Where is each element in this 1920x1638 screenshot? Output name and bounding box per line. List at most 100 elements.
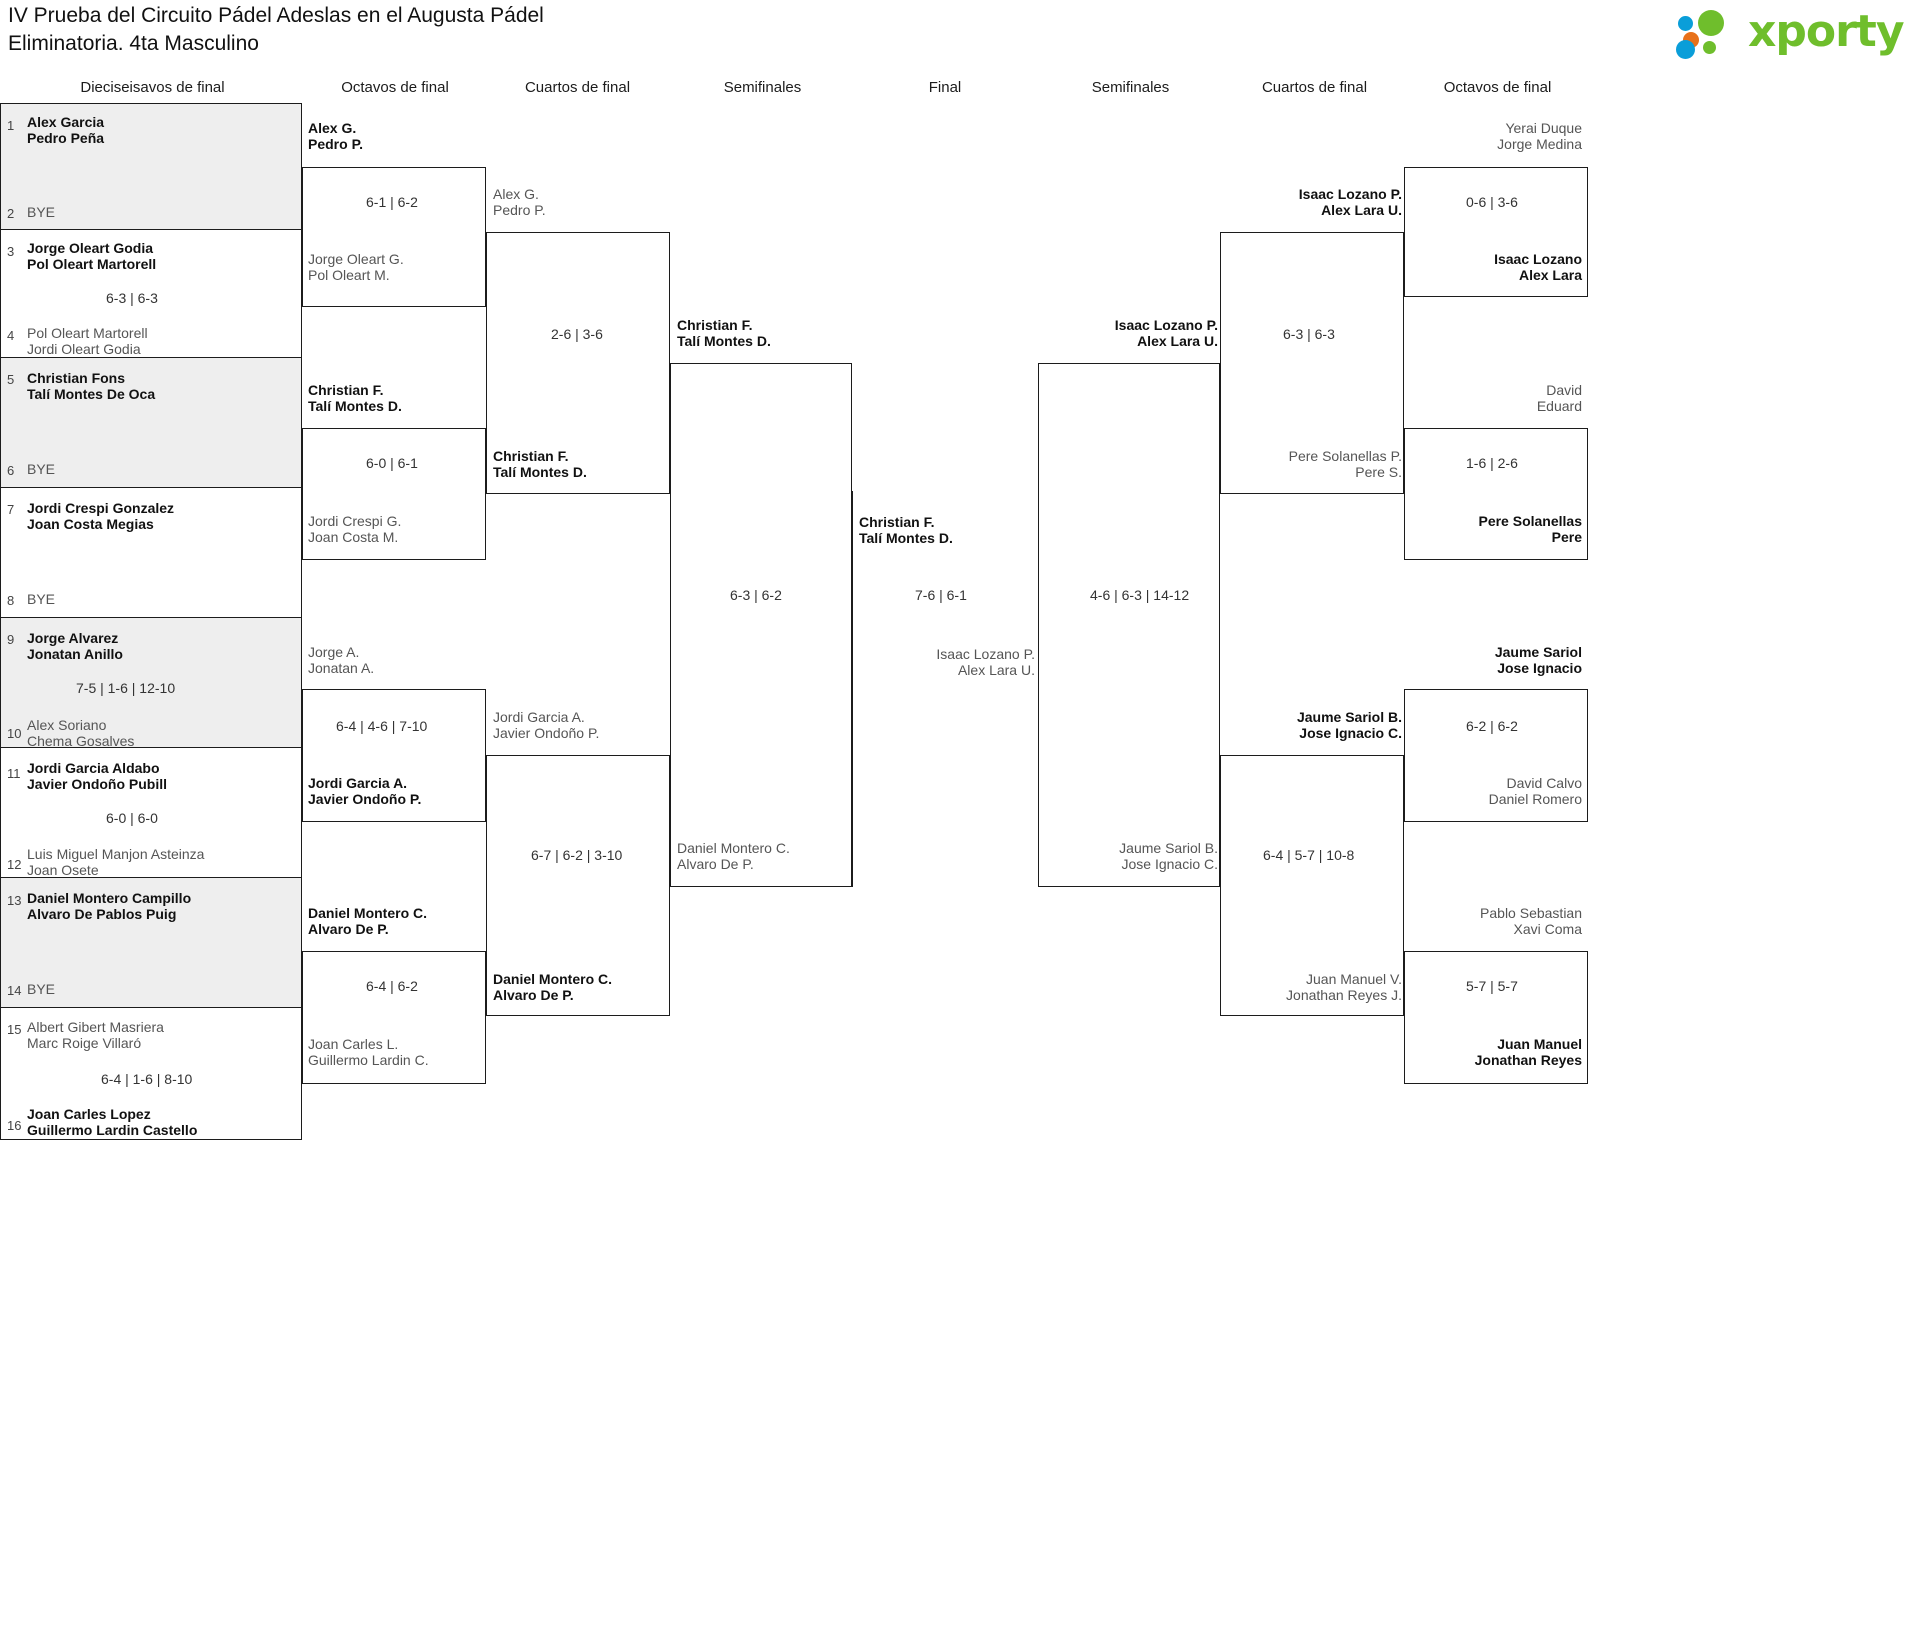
seed-team-line1: Pol Oleart Martorell <box>27 325 148 341</box>
seed-team-line1: BYE <box>27 591 56 607</box>
right-qf-match-1[interactable] <box>1220 232 1404 494</box>
left-qf-match-1[interactable] <box>486 232 670 494</box>
seed-team-line2: Pol Oleart Martorell <box>27 256 157 272</box>
left-qf-team2-line2: Talí Montes D. <box>493 464 587 480</box>
left-r16-team5-line1: Jorge A. <box>308 644 360 660</box>
title-line-1: IV Prueba del Circuito Pádel Adeslas en … <box>8 4 544 27</box>
left-r16-match-3[interactable] <box>302 689 486 822</box>
seed-score: 7-5 | 1-6 | 12-10 <box>76 680 176 696</box>
right-r16-team1-line1: Yerai Duque <box>1505 120 1582 136</box>
right-qf-score-1: 6-3 | 6-3 <box>1283 326 1335 342</box>
right-qf-team3-line1: Jaume Sariol B. <box>1296 709 1402 725</box>
right-r16-team6-line2: Daniel Romero <box>1488 791 1582 807</box>
right-qf-score-2: 6-4 | 5-7 | 10-8 <box>1263 847 1355 863</box>
seed-team-line2: Joan Osete <box>27 862 99 878</box>
seed-number: 5 <box>7 372 15 387</box>
seed-number: 11 <box>7 766 21 781</box>
seed-team-line1: BYE <box>27 981 56 997</box>
seed-pair-4[interactable]: 7 Jordi Crespi Gonzalez Joan Costa Megia… <box>0 488 302 618</box>
seed-number: 4 <box>7 328 15 343</box>
right-r16-match-2[interactable] <box>1404 428 1588 560</box>
seed-pair-3[interactable]: 5 Christian Fons Talí Montes De Oca 6 BY… <box>0 358 302 488</box>
right-sf-score-1: 4-6 | 6-3 | 14-12 <box>1090 587 1190 603</box>
left-r16-match-2[interactable] <box>302 428 486 560</box>
right-r16-team3-line1: David <box>1546 382 1582 398</box>
left-qf-team1-line2: Pedro P. <box>493 202 546 218</box>
seed-team-line1: Jorge Oleart Godia <box>27 240 154 256</box>
round-header-left-sf: Semifinales <box>723 79 802 96</box>
seed-pair-5[interactable]: 9 Jorge Alvarez Jonatan Anillo 7-5 | 1-6… <box>0 618 302 749</box>
left-r16-match-1[interactable] <box>302 167 486 307</box>
right-qf-match-2[interactable] <box>1220 755 1404 1016</box>
seed-pair-7[interactable]: 13 Daniel Montero Campillo Alvaro De Pab… <box>0 878 302 1008</box>
right-r16-team2-line1: Isaac Lozano <box>1494 251 1582 267</box>
right-r16-team6-line1: David Calvo <box>1506 775 1582 791</box>
left-sf-team1-line2: Talí Montes D. <box>677 333 771 349</box>
right-r16-match-4[interactable] <box>1404 951 1588 1084</box>
xporty-logo[interactable]: xporty <box>1676 6 1906 60</box>
seed-team-line1: BYE <box>27 461 56 477</box>
seed-team-line1: Alex Garcia <box>27 114 105 130</box>
left-qf-team3-line1: Jordi Garcia A. <box>493 709 585 725</box>
left-r16-team6-line1: Jordi Garcia A. <box>308 775 408 791</box>
seed-team-line2: Javier Ondoño Pubill <box>27 776 168 792</box>
seed-number: 2 <box>7 206 15 221</box>
left-sf-team2-line1: Daniel Montero C. <box>677 840 790 856</box>
seed-number: 7 <box>7 502 15 517</box>
logo-dots-icon <box>1676 10 1744 59</box>
left-r16-team4-line2: Joan Costa M. <box>308 529 399 545</box>
left-r16-team2-line1: Jorge Oleart G. <box>308 251 404 267</box>
seed-pair-2[interactable]: 3 Jorge Oleart Godia Pol Oleart Martorel… <box>0 230 302 358</box>
seed-score: 6-4 | 1-6 | 8-10 <box>101 1071 193 1087</box>
left-qf-score-1: 2-6 | 3-6 <box>551 326 603 342</box>
left-r16-score-1: 6-1 | 6-2 <box>366 194 418 210</box>
seed-pair-1[interactable]: 1 Alex Garcia Pedro Peña 2 BYE <box>0 103 302 230</box>
right-sf-match-1[interactable] <box>1038 363 1220 887</box>
left-r16-team1-line1: Alex G. <box>308 120 357 136</box>
left-sf-team2-line2: Alvaro De P. <box>677 856 754 872</box>
round-header-final: Final <box>928 79 962 96</box>
right-r16-team4-line1: Pere Solanellas <box>1478 513 1582 529</box>
left-sf-score-1: 6-3 | 6-2 <box>730 587 782 603</box>
round-header-right-qf: Cuartos de final <box>1261 79 1368 96</box>
right-r16-team7-line1: Pablo Sebastian <box>1480 905 1582 921</box>
seed-number: 1 <box>7 118 15 133</box>
logo-wordmark: xporty <box>1748 6 1905 57</box>
right-qf-team4-line2: Jonathan Reyes J. <box>1286 987 1402 1003</box>
right-sf-team2-line1: Jaume Sariol B. <box>1119 840 1218 856</box>
seed-team-line1: Christian Fons <box>27 370 126 386</box>
left-qf-match-2[interactable] <box>486 755 670 1016</box>
seed-team-line1: Joan Carles Lopez <box>27 1106 151 1122</box>
right-r16-team2-line2: Alex Lara <box>1518 267 1582 283</box>
left-r16-team8-line2: Guillermo Lardin C. <box>308 1052 429 1068</box>
page-title: IV Prueba del Circuito Pádel Adeslas en … <box>8 2 544 58</box>
seed-number: 14 <box>7 983 22 998</box>
seed-number: 16 <box>7 1118 22 1133</box>
right-r16-team5-line2: Jose Ignacio <box>1497 660 1582 676</box>
seed-number: 12 <box>7 857 22 872</box>
left-r16-score-4: 6-4 | 6-2 <box>366 978 418 994</box>
right-r16-match-1[interactable] <box>1404 167 1588 297</box>
seed-number: 9 <box>7 632 15 647</box>
left-qf-team4-line1: Daniel Montero C. <box>493 971 613 987</box>
left-sf-match-1[interactable] <box>670 363 852 887</box>
left-r16-score-3: 6-4 | 4-6 | 7-10 <box>336 718 428 734</box>
right-sf-team2-line2: Jose Ignacio C. <box>1121 856 1219 872</box>
right-r16-score-3: 6-2 | 6-2 <box>1466 718 1518 734</box>
left-r16-team8-line1: Joan Carles L. <box>308 1036 399 1052</box>
left-r16-match-4[interactable] <box>302 951 486 1084</box>
final-champion-line1: Christian F. <box>859 514 935 530</box>
seed-score: 6-3 | 6-3 <box>106 290 158 306</box>
right-r16-match-3[interactable] <box>1404 689 1588 822</box>
right-r16-team7-line2: Xavi Coma <box>1513 921 1582 937</box>
round-header-right-sf: Semifinales <box>1091 79 1170 96</box>
left-r16-team1-line2: Pedro P. <box>308 136 363 152</box>
seed-number: 15 <box>7 1022 22 1037</box>
seed-team-line1: Daniel Montero Campillo <box>27 890 192 906</box>
seed-pair-6[interactable]: 11 Jordi Garcia Aldabo Javier Ondoño Pub… <box>0 748 302 878</box>
seed-team-line1: Alex Soriano <box>27 717 107 733</box>
seed-score: 6-0 | 6-0 <box>106 810 158 826</box>
seed-pair-8[interactable]: 15 Albert Gibert Masriera Marc Roige Vil… <box>0 1008 302 1140</box>
left-r16-team6-line2: Javier Ondoño P. <box>308 791 422 807</box>
